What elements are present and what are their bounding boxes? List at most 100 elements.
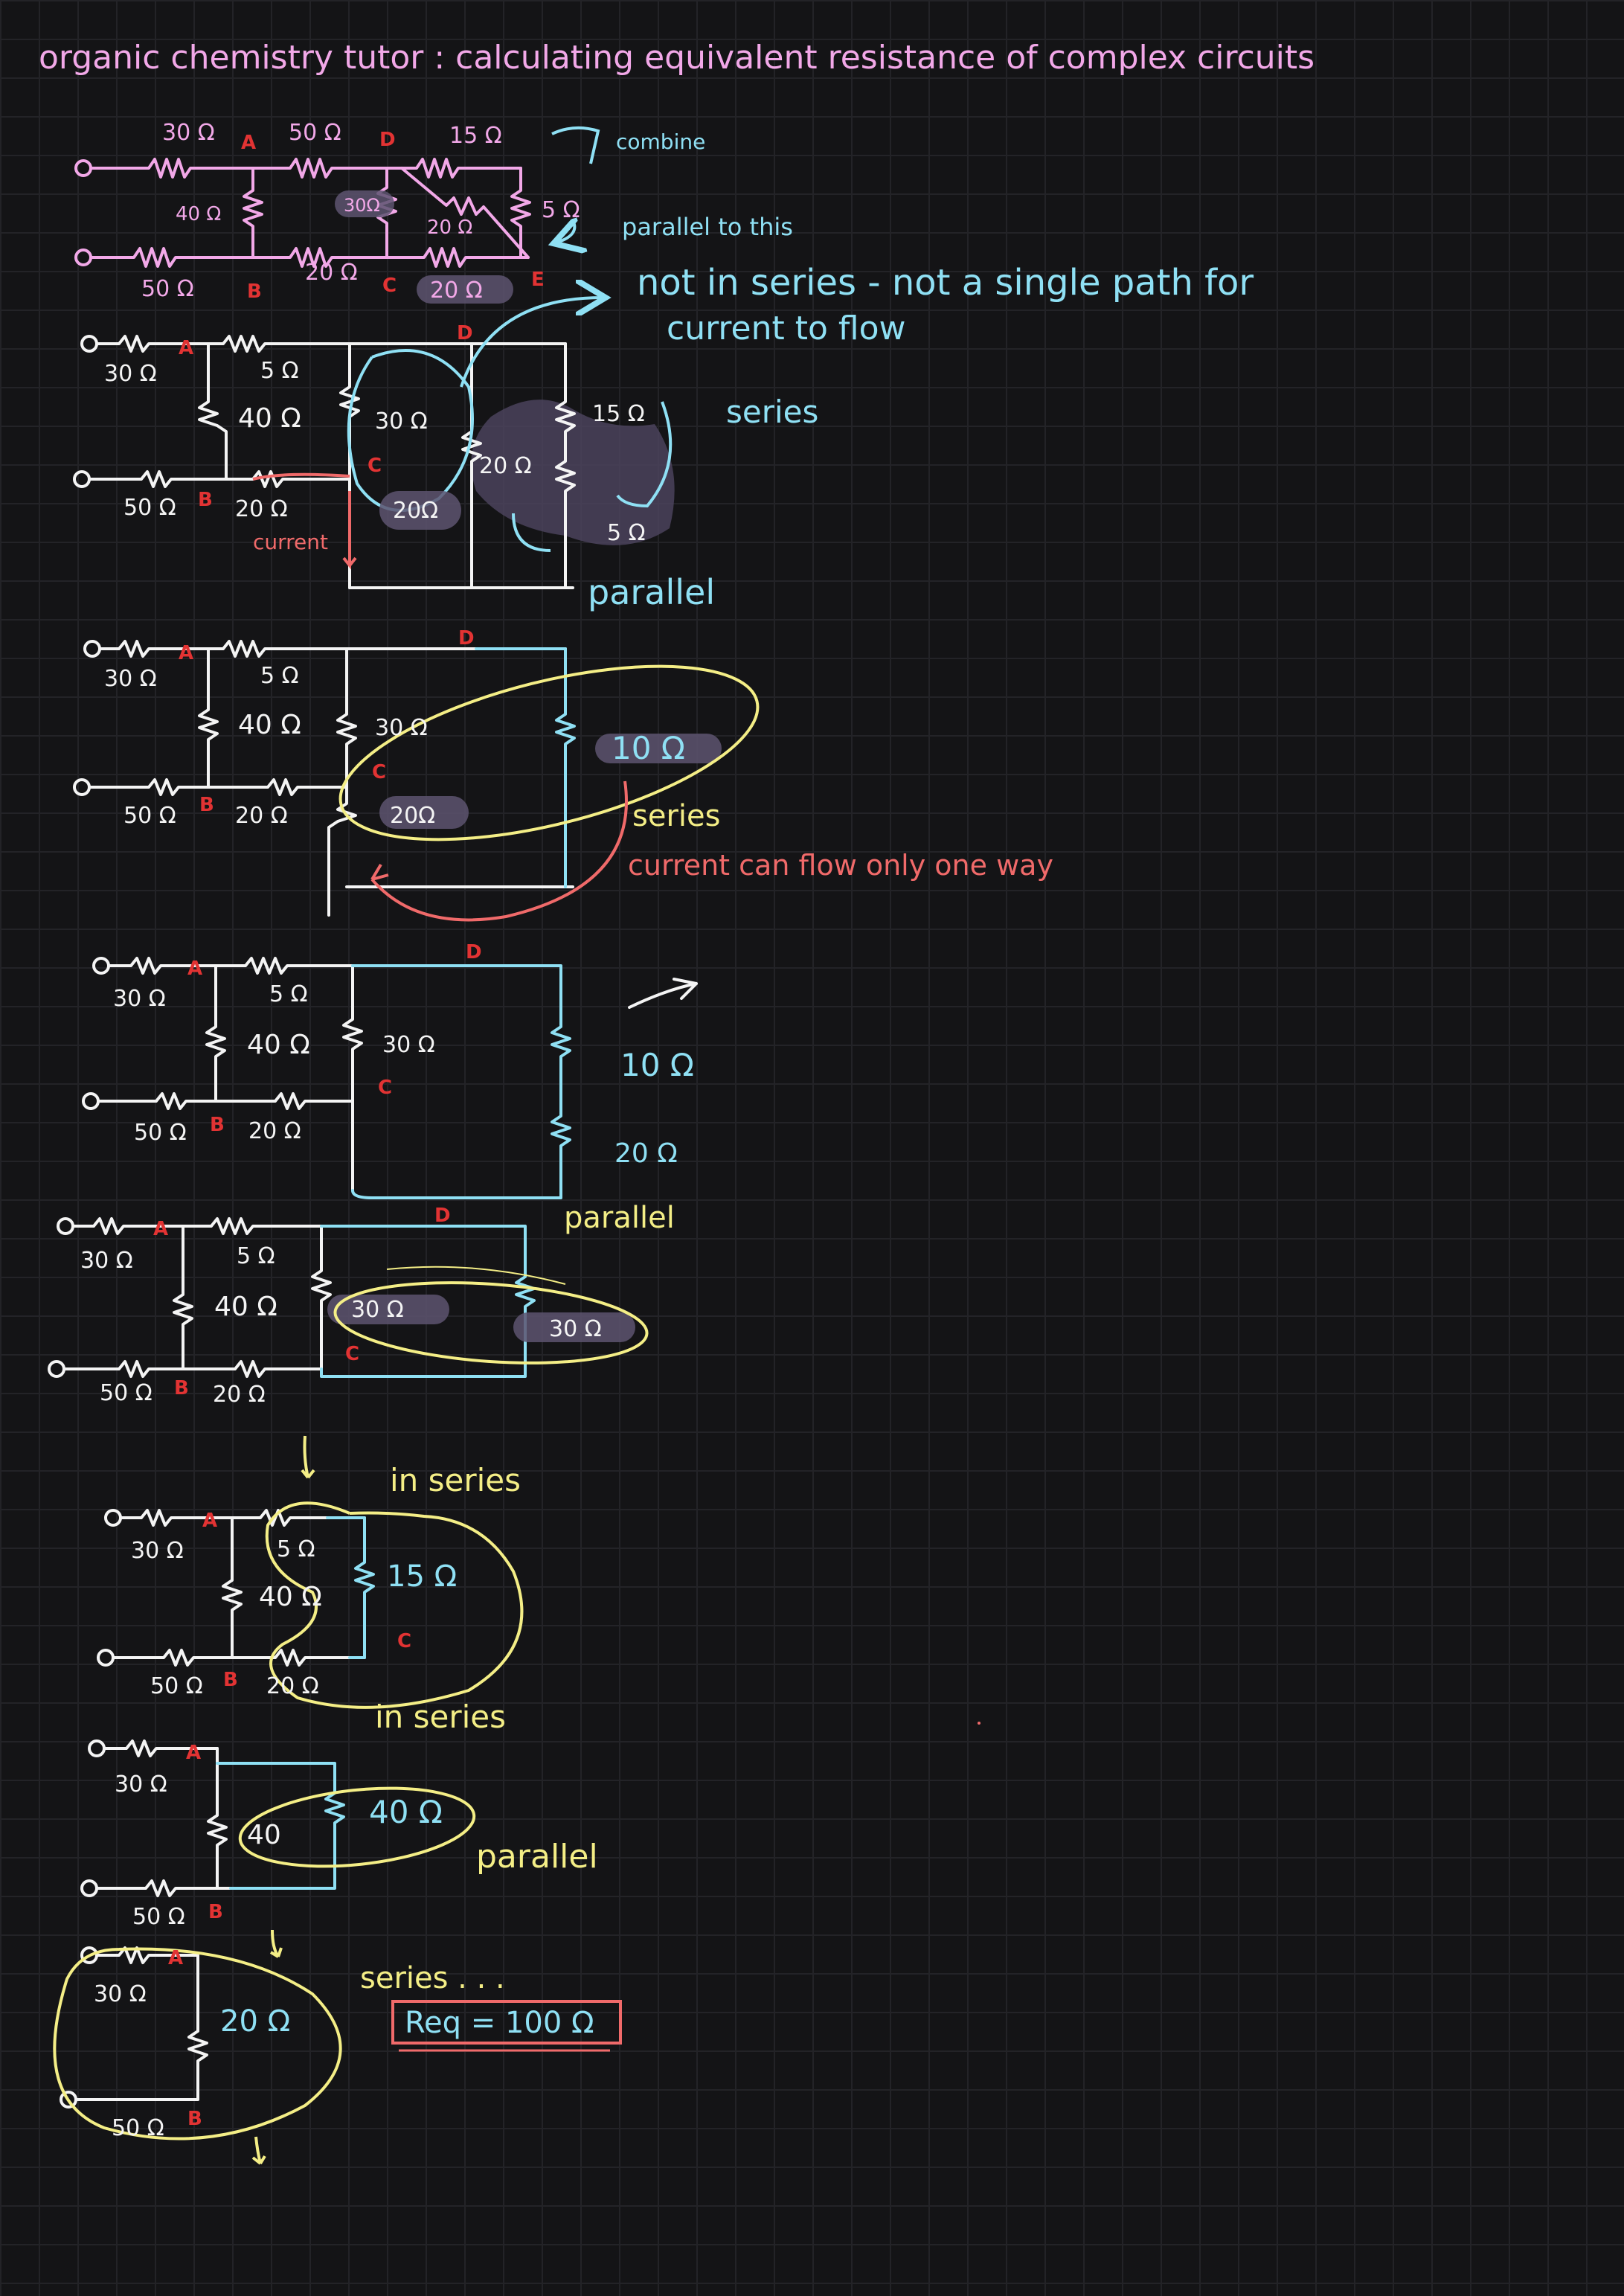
note-parallel: parallel bbox=[476, 1838, 598, 1876]
resistor-label: 30 Ω bbox=[375, 715, 428, 741]
highlight-10 bbox=[595, 734, 722, 763]
note-current: current bbox=[253, 530, 328, 554]
resistor-label: 50 Ω bbox=[134, 1120, 187, 1146]
resistor-label: 30 Ω bbox=[113, 986, 166, 1012]
resistor-label: 40 Ω bbox=[238, 403, 301, 434]
note-in-series: in series bbox=[390, 1462, 521, 1498]
node-label-b: B bbox=[198, 489, 213, 511]
resistor-label: 10 Ω bbox=[620, 1047, 694, 1083]
terminal-top bbox=[74, 159, 92, 177]
equivalent-resistance-result: Req = 100 Ω bbox=[405, 2006, 594, 2040]
result-box bbox=[391, 2000, 622, 2045]
note-parallel: parallel bbox=[588, 572, 715, 612]
circuit-7: 30 Ω 40 40 Ω 50 Ω A B parallel bbox=[80, 1739, 598, 1958]
resistor-label: 15 Ω bbox=[387, 1559, 457, 1594]
node-label-a: A bbox=[186, 1742, 201, 1764]
circuit-4: 30 Ω 5 Ω 40 Ω 50 Ω 20 Ω 30 Ω 10 Ω 20 Ω A… bbox=[82, 941, 698, 1235]
node-label-c: C bbox=[382, 275, 397, 297]
resistor-label: 40 Ω bbox=[214, 1292, 277, 1322]
node-label-a: A bbox=[202, 1510, 217, 1532]
page-title: organic chemistry tutor : calculating eq… bbox=[39, 39, 1315, 77]
resistor-label: 30 Ω bbox=[94, 1981, 147, 2007]
circuit-5: 30 Ω 5 Ω 40 Ω 50 Ω 20 Ω 30 Ω 30 Ω A D B … bbox=[48, 1205, 649, 1479]
node-label-c: C bbox=[372, 761, 386, 783]
note-combine: combine bbox=[616, 129, 705, 154]
resistor-label: 20 Ω bbox=[213, 1382, 266, 1408]
node-label-b: B bbox=[247, 280, 262, 303]
resistor-label: 15 Ω bbox=[592, 401, 645, 427]
node-label-a: A bbox=[179, 642, 193, 664]
resistor-label: 40 Ω bbox=[369, 1794, 443, 1830]
resistor-label: 50 Ω bbox=[100, 1380, 153, 1406]
circuit-2: 30 Ω 5 Ω 40 Ω 50 Ω 20 Ω 30 Ω 20Ω 20 Ω 15… bbox=[73, 298, 818, 612]
resistor-label: 5 Ω bbox=[269, 981, 308, 1007]
node-label-b: B bbox=[187, 2108, 202, 2130]
resistor-label: 50 Ω bbox=[112, 2115, 164, 2141]
node-label-c: C bbox=[378, 1077, 392, 1099]
resistor-label: 20 Ω bbox=[235, 803, 288, 829]
highlight-30 bbox=[327, 1295, 449, 1324]
resistor-label: 20 Ω bbox=[305, 260, 358, 286]
resistor-label: 20Ω bbox=[390, 803, 435, 829]
resistor-label: 20Ω bbox=[393, 498, 438, 524]
terminal-bottom bbox=[74, 248, 92, 266]
stray-dot bbox=[978, 1722, 981, 1725]
resistor-label: 30 Ω bbox=[162, 120, 215, 146]
circuit-6: 30 Ω 5 Ω 40 Ω 50 Ω 20 Ω 15 Ω A B C in se… bbox=[97, 1462, 524, 1735]
resistor-label: 5 Ω bbox=[277, 1536, 315, 1562]
highlight-20 bbox=[417, 275, 513, 304]
node-label-b: B bbox=[199, 794, 214, 816]
resistor-label: 30 Ω bbox=[80, 1248, 133, 1274]
resistor-label: 30 Ω bbox=[351, 1297, 404, 1323]
node-label-c: C bbox=[345, 1343, 359, 1365]
resistor-label: 30 Ω bbox=[549, 1316, 602, 1342]
resistor-label: 15 Ω bbox=[449, 123, 502, 149]
node-label-d: D bbox=[457, 322, 473, 344]
resistor-label: 10 Ω bbox=[612, 730, 685, 766]
resistor-label: 30 Ω bbox=[104, 361, 157, 387]
resistor-label: 20 Ω bbox=[614, 1138, 678, 1169]
down-arrow bbox=[301, 1435, 315, 1479]
highlight-30 bbox=[513, 1312, 635, 1342]
note-not-in-series: not in series - not a single path for bbox=[637, 262, 1254, 304]
node-label-a: A bbox=[187, 958, 202, 980]
resistor-label: 30 Ω bbox=[382, 1032, 435, 1058]
node-label-b: B bbox=[223, 1669, 238, 1691]
node-label-b: B bbox=[208, 1901, 223, 1923]
resistor-label: 30 Ω bbox=[131, 1538, 184, 1564]
node-label-d: D bbox=[458, 627, 475, 650]
resistor-label: 50 Ω bbox=[123, 495, 176, 521]
resistor-label: 30 Ω bbox=[104, 666, 157, 692]
resistor-label: 30 Ω bbox=[375, 408, 428, 434]
circuit-1: 30 Ω 50 Ω 15 Ω 40 Ω 30Ω 20 Ω 5 Ω 50 Ω 20… bbox=[74, 120, 793, 304]
resistor-label: 30 Ω bbox=[115, 1771, 167, 1798]
resistor-label: 50 Ω bbox=[132, 1904, 185, 1930]
resistor-label: 30Ω bbox=[344, 195, 380, 216]
resistor-label: 5 Ω bbox=[542, 197, 580, 223]
node-label-a: A bbox=[179, 337, 193, 359]
note-in-series: in series bbox=[375, 1699, 506, 1735]
node-label-a: A bbox=[241, 132, 256, 154]
resistor-label: 50 Ω bbox=[141, 276, 194, 302]
resistor-label: 5 Ω bbox=[607, 520, 646, 546]
resistor-label: 20 Ω bbox=[266, 1673, 319, 1699]
highlight-20 bbox=[379, 491, 461, 530]
node-label-d: D bbox=[434, 1205, 451, 1227]
highlight-30 bbox=[335, 190, 394, 217]
note-parallel-to-this: parallel to this bbox=[622, 213, 793, 241]
node-label-a: A bbox=[168, 1947, 183, 1969]
resistor-label: 40 Ω bbox=[238, 710, 301, 740]
resistor-label: 50 Ω bbox=[150, 1673, 203, 1699]
yellow-loop bbox=[265, 1501, 524, 1709]
note-series: series bbox=[726, 394, 818, 430]
resistor-label: 20 Ω bbox=[235, 496, 288, 522]
resistor-label: 20 Ω bbox=[427, 217, 472, 239]
resistor-label: 20 Ω bbox=[430, 278, 483, 304]
yellow-loop bbox=[238, 1786, 476, 1868]
bracket-combine bbox=[551, 126, 600, 164]
resistor-label: 20 Ω bbox=[479, 453, 532, 479]
resistor-label: 5 Ω bbox=[237, 1243, 275, 1269]
note-current-to-flow: current to flow bbox=[667, 310, 906, 347]
